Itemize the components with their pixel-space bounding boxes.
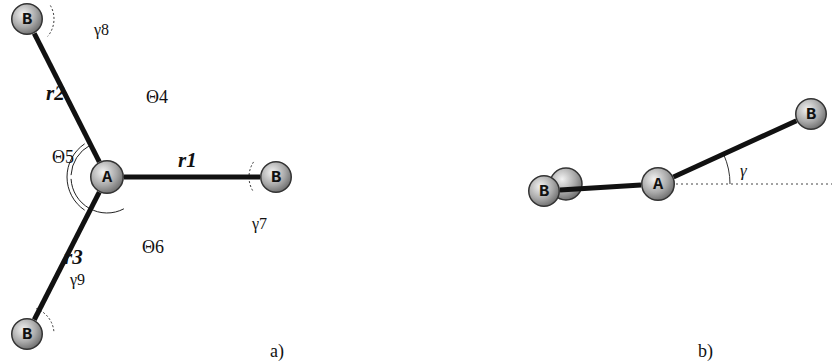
atom-sphere: B [11, 318, 43, 350]
atom-sphere: A [641, 167, 675, 201]
atom-label: A [653, 176, 663, 193]
bond-line [34, 192, 99, 320]
atom-label: B [539, 183, 549, 200]
atom-sphere: B [795, 98, 827, 130]
atom-label: A [102, 169, 112, 186]
angle-label: γ7 [252, 216, 267, 232]
atom-sphere: B [11, 3, 43, 35]
atom-sphere: B [528, 175, 560, 207]
angle-label: Θ4 [146, 88, 168, 106]
reference-line [676, 184, 832, 185]
bond-line [673, 121, 796, 177]
bond-line [34, 33, 99, 162]
panel-label: b) [698, 342, 713, 360]
bond-label: r3 [64, 247, 83, 268]
atom-label: B [22, 326, 32, 343]
angle-label: γ9 [70, 272, 85, 288]
angle-label: γ [740, 162, 747, 179]
bond-line [560, 185, 641, 190]
bond-line [124, 175, 260, 180]
angle-label: Θ5 [52, 148, 74, 166]
angle-label: Θ6 [142, 238, 164, 256]
atom-sphere: A [90, 160, 124, 194]
atom-label: B [806, 106, 816, 123]
atom-sphere: B [260, 161, 292, 193]
atom-label: B [22, 11, 32, 28]
angle-arc [48, 6, 54, 37]
atom-label: B [271, 169, 281, 186]
angle-label: γ8 [94, 22, 109, 38]
bond-label: r1 [178, 150, 197, 171]
angle-arc [724, 155, 730, 184]
bond-label: r2 [46, 83, 65, 104]
panel-label: a) [270, 342, 284, 360]
